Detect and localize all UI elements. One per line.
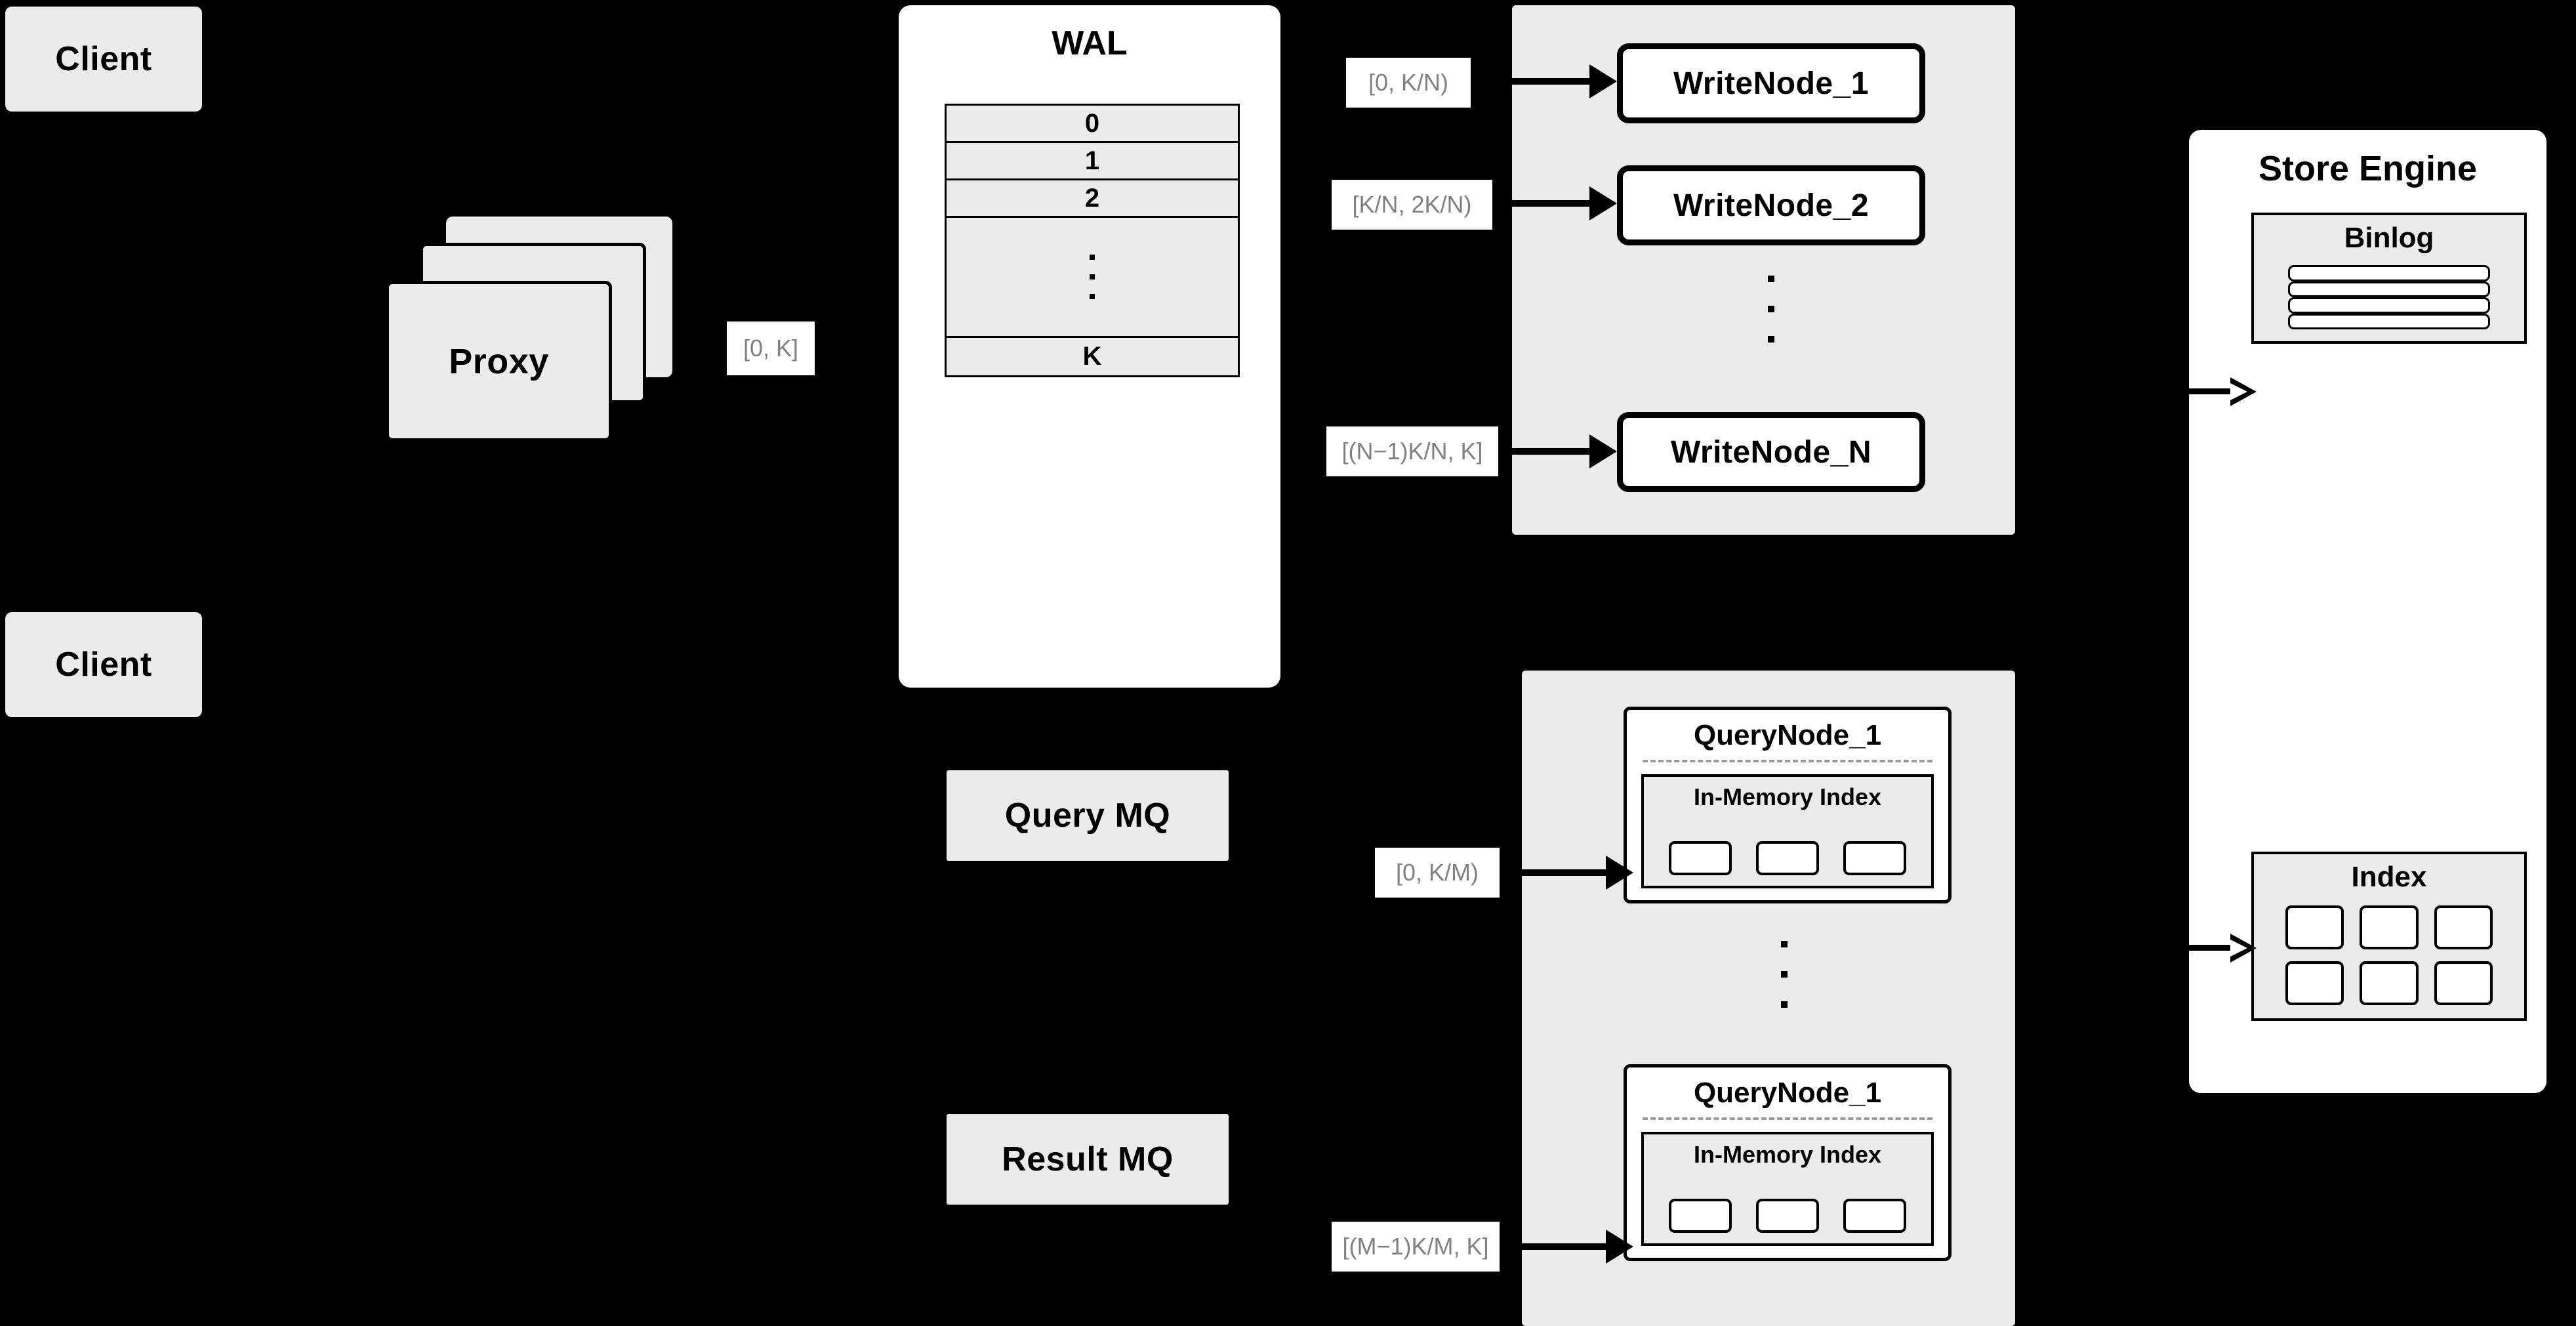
query-node-m-index-cells xyxy=(1662,1199,1913,1233)
write-node-2-label: WriteNode_2 xyxy=(1673,188,1870,223)
write-node-1-label: WriteNode_1 xyxy=(1673,66,1870,101)
arrow-head-to-binlog xyxy=(2230,377,2257,406)
query-mq-box[interactable]: Query MQ xyxy=(947,770,1229,861)
proxy-card-front[interactable]: Proxy xyxy=(386,281,612,442)
wal-ellipsis-dot xyxy=(1090,255,1095,260)
write-ellipsis-dot xyxy=(1768,276,1774,282)
arrow-head-write-node-n xyxy=(1589,434,1617,468)
store-index-box[interactable]: Index xyxy=(2251,852,2527,1021)
binlog-box[interactable]: Binlog xyxy=(2251,213,2527,344)
index-cell xyxy=(1843,1199,1907,1233)
binlog-bar xyxy=(2288,281,2490,297)
arrow-head-query-node-m xyxy=(1606,1230,1633,1264)
arrow-line-to-binlog xyxy=(2189,388,2234,394)
query-ellipsis-dot xyxy=(1781,1001,1788,1008)
write-ellipsis-dot xyxy=(1768,336,1774,342)
query-node-m-index-title: In-Memory Index xyxy=(1693,1141,1882,1168)
store-index-cells xyxy=(2285,905,2493,1005)
arrow-head-write-node-1 xyxy=(1589,64,1617,98)
write-group-ellipsis xyxy=(1768,276,1774,342)
write-node-2[interactable]: WriteNode_2 xyxy=(1617,165,1925,245)
wal-row-k: K xyxy=(1082,342,1102,371)
binlog-title: Binlog xyxy=(2344,222,2434,254)
index-cell xyxy=(1668,1199,1732,1233)
query-node-1-in-memory-index: In-Memory Index xyxy=(1641,774,1934,888)
arrow-line-write-node-2 xyxy=(1512,200,1592,207)
query-group-ellipsis xyxy=(1781,941,1788,1008)
query-node-1-label: QueryNode_1 xyxy=(1693,719,1882,751)
arrow-head-write-node-2 xyxy=(1589,186,1617,220)
query-node-1-index-cells xyxy=(1662,841,1913,875)
client-label-1: Client xyxy=(55,40,152,78)
result-mq-box[interactable]: Result MQ xyxy=(947,1114,1229,1205)
query-node-1[interactable]: QueryNode_1 In-Memory Index xyxy=(1624,707,1952,903)
binlog-bar xyxy=(2288,297,2490,314)
wal-row-ellipsis xyxy=(947,218,1238,338)
write-node-1[interactable]: WriteNode_1 xyxy=(1617,43,1925,123)
wal-title: WAL xyxy=(1052,24,1128,62)
index-cell xyxy=(1755,1199,1819,1233)
query-node-1-index-title: In-Memory Index xyxy=(1693,783,1882,810)
range-label-proxy-to-wal: [0, K] xyxy=(727,321,815,375)
write-node-group: WriteNode_1 WriteNode_2 WriteNode_N xyxy=(1512,5,2015,535)
arrow-line-write-node-1 xyxy=(1512,78,1592,85)
store-index-cell xyxy=(2434,905,2493,949)
wal-row-2: 2 xyxy=(947,180,1238,218)
arrow-head-query-node-1 xyxy=(1606,856,1633,890)
index-cell xyxy=(1843,841,1907,875)
binlog-bar xyxy=(2288,313,2490,329)
query-ellipsis-dot xyxy=(1781,971,1788,978)
result-mq-label: Result MQ xyxy=(1002,1140,1174,1178)
store-index-cell xyxy=(2360,905,2419,949)
query-node-m[interactable]: QueryNode_1 In-Memory Index xyxy=(1624,1064,1952,1261)
range-label-query-node-1: [0, K/M) xyxy=(1375,848,1500,898)
store-index-cell xyxy=(2285,905,2344,949)
query-node-1-divider xyxy=(1643,760,1932,762)
wal-ellipsis-dot xyxy=(1090,294,1095,299)
write-node-n-label: WriteNode_N xyxy=(1671,434,1871,470)
arrow-line-query-node-m xyxy=(1522,1243,1610,1250)
store-index-cell xyxy=(2285,961,2344,1005)
range-label-write-node-1: [0, K/N) xyxy=(1346,58,1471,108)
index-cell xyxy=(1755,841,1819,875)
proxy-label: Proxy xyxy=(449,341,549,381)
wal-row-0: 0 xyxy=(947,106,1238,143)
wal-ellipsis-dot xyxy=(1090,274,1095,280)
arrow-line-write-node-n xyxy=(1512,448,1592,455)
wal-row-1: 1 xyxy=(947,143,1238,180)
range-label-query-node-m: [(M−1)K/M, K] xyxy=(1332,1222,1500,1272)
arrow-head-to-store-index xyxy=(2230,934,2257,963)
binlog-bars xyxy=(2288,265,2490,329)
wal-panel: WAL 0 1 2 K xyxy=(899,5,1280,688)
query-mq-label: Query MQ xyxy=(1004,797,1171,835)
index-cell xyxy=(1668,841,1732,875)
range-label-write-node-2: [K/N, 2K/N) xyxy=(1332,180,1492,230)
query-node-m-label: QueryNode_1 xyxy=(1693,1077,1882,1109)
range-label-write-node-n: [(N−1)K/N, K] xyxy=(1326,426,1498,476)
query-ellipsis-dot xyxy=(1781,941,1788,947)
query-node-m-in-memory-index: In-Memory Index xyxy=(1641,1132,1934,1246)
write-node-n[interactable]: WriteNode_N xyxy=(1617,412,1925,492)
write-ellipsis-dot xyxy=(1768,306,1774,312)
client-box-2[interactable]: Client xyxy=(5,612,202,717)
query-node-group: QueryNode_1 In-Memory Index QueryNode_1 … xyxy=(1522,671,2015,1326)
binlog-bar xyxy=(2288,265,2490,281)
client-box-1[interactable]: Client xyxy=(5,7,202,112)
client-label-2: Client xyxy=(55,646,152,684)
store-index-cell xyxy=(2360,961,2419,1005)
arrow-line-query-node-1 xyxy=(1522,869,1610,876)
store-engine-title: Store Engine xyxy=(2258,149,2478,188)
store-engine-panel: Store Engine Binlog Index xyxy=(2189,130,2546,1093)
wal-table: 0 1 2 K xyxy=(945,104,1240,377)
store-index-title: Index xyxy=(2351,861,2427,893)
store-index-cell xyxy=(2434,961,2493,1005)
query-node-m-divider xyxy=(1643,1117,1932,1120)
arrow-line-to-store-index xyxy=(2189,945,2234,951)
